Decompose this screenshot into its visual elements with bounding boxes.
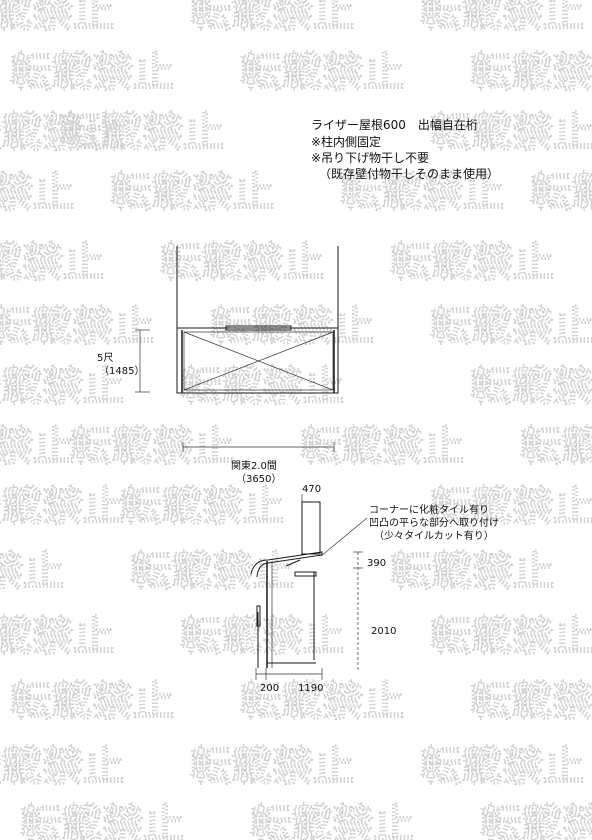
watermark-text: 転載禁止 <box>120 482 284 530</box>
watermark-text: 転載禁止 <box>20 800 184 840</box>
note-line: ※柱内側固定 <box>311 134 381 149</box>
side-dim-height: 2010 <box>371 626 396 637</box>
watermark-text: 転載禁止 <box>430 108 592 156</box>
front-frame-outer <box>176 327 339 394</box>
front-width-value: （3650） <box>236 473 281 485</box>
wall-drying-bar <box>294 571 317 577</box>
watermark-text: 転載禁止 <box>190 0 354 36</box>
watermark-text: 転載禁止 <box>390 547 554 595</box>
side-section: 470 <box>250 484 323 668</box>
watermark-text: 転載禁止 <box>470 48 592 96</box>
callout-line: 凹凸の平らな部分へ取り付け <box>369 516 499 529</box>
watermark-text: 転載禁止 <box>300 422 464 470</box>
note-line: ※吊り下げ物干し不要 <box>311 151 429 165</box>
notes-block: ライザー屋根600 出幅自在桁 ※柱内側固定 ※吊り下げ物干し不要 （既存壁付物… <box>311 117 499 181</box>
front-height-value: （1485） <box>99 365 144 377</box>
watermark-text: 転載禁止 <box>420 0 584 36</box>
callout-line: （少々タイルカット有り） <box>374 529 494 542</box>
watermark-text: 転載禁止 <box>180 612 344 660</box>
watermark-text: 転載禁止 <box>240 677 404 725</box>
watermark-text: 転載禁止 <box>530 168 592 216</box>
note-line: （既存壁付物干しそのまま使用） <box>319 166 499 181</box>
watermark-text: 転載禁止 <box>0 302 154 350</box>
watermark-text: 転載禁止 <box>0 482 124 530</box>
watermark-text: 転載禁止 <box>10 677 174 725</box>
watermark-text: 転載禁止 <box>470 362 592 410</box>
side-top-dim: 470 <box>302 484 321 495</box>
watermark-text: 転載禁止 <box>0 612 114 660</box>
watermark-text: 転載禁止 <box>0 238 104 286</box>
watermark-text: 転載禁止 <box>70 422 234 470</box>
watermark-text: 転載禁止 <box>430 302 592 350</box>
watermark-text: 転載禁止 <box>180 362 344 410</box>
watermark-text: 転載禁止 <box>430 612 592 660</box>
watermark-text: 転載禁止 <box>390 238 554 286</box>
note-line: ライザー屋根600 出幅自在桁 <box>311 117 478 132</box>
side-dim-bottom-right: 1190 <box>298 683 323 694</box>
side-dim-bottom-left: 200 <box>260 683 279 694</box>
watermark-text: 転載禁止 <box>480 800 592 840</box>
downpipe-head <box>256 605 261 627</box>
watermark-text: 転載禁止 <box>0 422 74 470</box>
front-elevation <box>176 246 339 394</box>
watermark-text: 転載禁止 <box>420 742 584 790</box>
gutter-bar <box>225 325 292 331</box>
watermark-text: 転載禁止 <box>250 800 414 840</box>
watermark-text: 転載禁止 <box>240 48 404 96</box>
side-vertical-dimension: 390 2010 <box>353 551 396 670</box>
front-width-label: 関東2.0間 <box>231 459 277 472</box>
watermark-text: 転載禁止 <box>0 108 124 156</box>
watermark-text: 転載禁止 <box>520 422 592 470</box>
watermark-text: 転載禁止 <box>110 168 274 216</box>
watermark-text: 転載禁止 <box>10 48 174 96</box>
callout: コーナーに化粧タイル有り 凹凸の平らな部分へ取り付け （少々タイルカット有り） <box>320 503 499 557</box>
watermark-text: 転載禁止 <box>0 547 64 595</box>
watermark-text: 転載禁止 <box>190 742 354 790</box>
callout-leader <box>320 517 368 557</box>
roof-panel <box>250 551 323 578</box>
watermark-text: 転載禁止 <box>0 0 114 36</box>
watermark-text: 転載禁止 <box>430 482 592 530</box>
watermark-text: 転載禁止 <box>160 238 324 286</box>
side-dim-upper: 390 <box>367 558 386 569</box>
watermark-text: 転載禁止 <box>340 168 504 216</box>
watermark-text: 転載禁止 <box>60 108 224 156</box>
watermark-text: 転載禁止 <box>130 547 294 595</box>
brace-diagonal <box>183 331 334 391</box>
watermark-text: 転載禁止 <box>0 362 124 410</box>
watermark-text: 転載禁止 <box>470 677 592 725</box>
front-frame-inner <box>183 331 334 391</box>
roof-bracket <box>285 559 301 567</box>
front-height-label: 5尺 <box>97 352 113 364</box>
watermark-text: 転載禁止 <box>0 168 74 216</box>
house-wall <box>301 501 321 555</box>
callout-line: コーナーに化粧タイル有り <box>369 503 489 516</box>
front-width-dimension: 関東2.0間 （3650） <box>182 442 335 485</box>
watermark-text: 転載禁止 <box>0 742 124 790</box>
side-bottom-dimension: 200 1190 <box>255 668 323 694</box>
front-height-dimension: 5尺 （1485） <box>97 329 150 393</box>
